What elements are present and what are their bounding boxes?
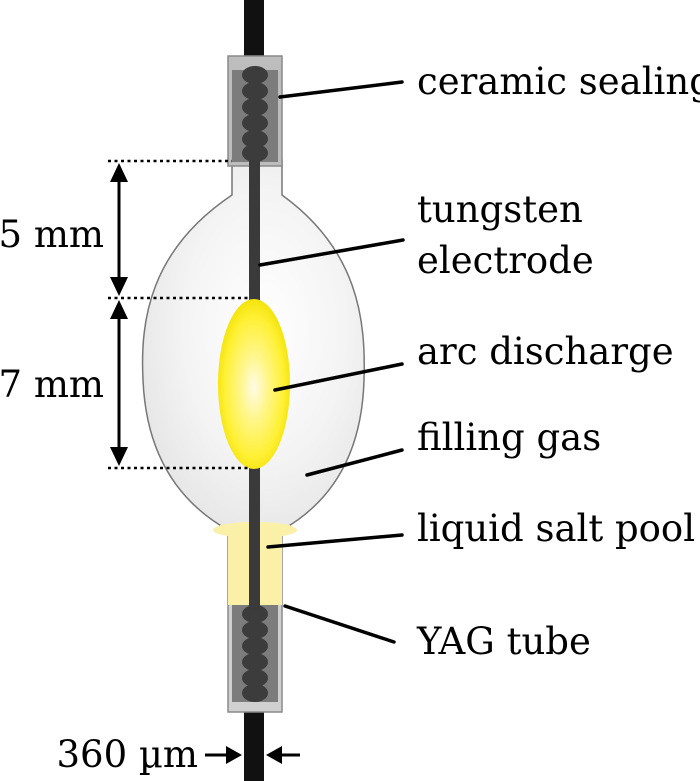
leader-yag-tube xyxy=(283,604,396,644)
label-5mm: 5 mm xyxy=(0,213,104,256)
label-tungsten-line1: tungsten xyxy=(417,188,583,231)
coil-lower xyxy=(242,605,268,702)
dimension-guides xyxy=(108,159,250,470)
label-filling-gas: filling gas xyxy=(417,416,601,459)
dimension-arrow-7mm xyxy=(110,300,128,466)
label-7mm: 7 mm xyxy=(0,363,104,406)
coil-upper xyxy=(242,66,268,162)
label-tungsten-line2: electrode xyxy=(417,239,594,282)
leader-arc-discharge xyxy=(273,362,404,392)
leader-lines xyxy=(258,80,405,644)
tungsten-electrode-lower xyxy=(249,460,260,610)
leader-filling-gas xyxy=(305,448,404,477)
label-ceramic-sealing: ceramic sealing xyxy=(417,60,700,103)
leader-liquid-salt-pool xyxy=(266,533,404,549)
dimension-arrow-5mm xyxy=(110,163,128,296)
feedthrough-wire-bottom xyxy=(244,705,264,781)
arc-discharge xyxy=(218,299,290,469)
dimension-arrow-360um xyxy=(205,746,300,764)
leader-ceramic-sealing xyxy=(278,80,404,99)
tungsten-electrode-upper xyxy=(249,160,260,305)
label-yag-tube: YAG tube xyxy=(416,620,591,663)
label-arc-discharge: arc discharge xyxy=(417,330,674,373)
label-360um: 360 µm xyxy=(56,733,198,776)
leader-tungsten-electrode xyxy=(258,238,405,267)
label-liquid-salt-pool: liquid salt pool xyxy=(417,507,695,550)
